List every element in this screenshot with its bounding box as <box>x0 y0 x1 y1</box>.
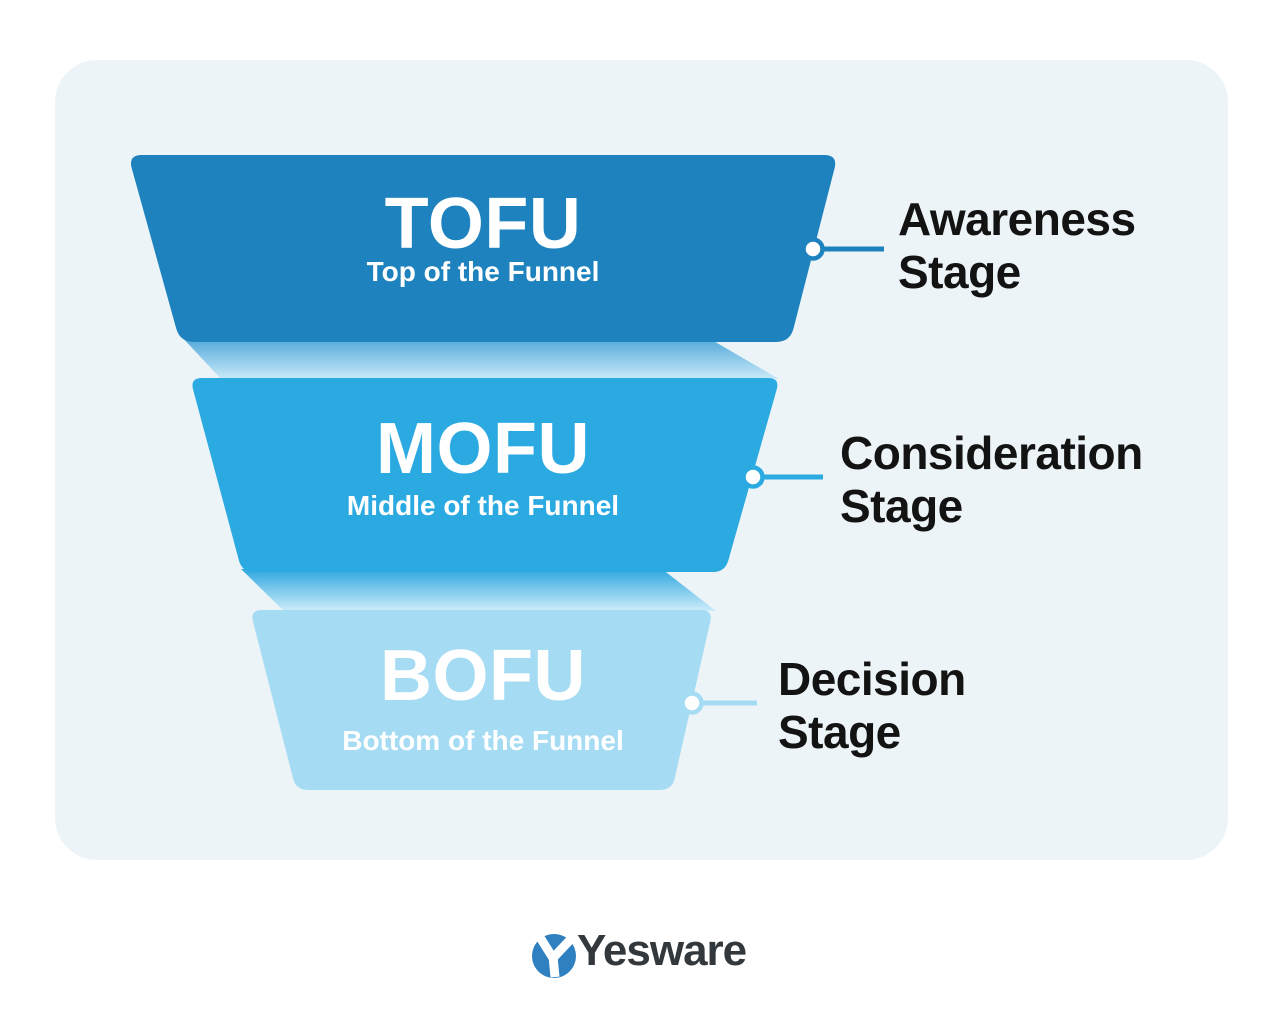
yesware-logo-icon <box>532 928 576 978</box>
connector-dot-awareness <box>801 237 825 261</box>
connector-consideration <box>741 465 823 489</box>
connector-decision <box>680 691 757 715</box>
logo-y-glyph <box>532 928 574 978</box>
funnel-transition-mofu-bofu <box>241 569 716 611</box>
awareness-stage-line2: Stage <box>898 246 1021 298</box>
awareness-stage-label: Awareness Stage <box>898 193 1278 299</box>
tofu-name: Top of the Funnel <box>366 256 600 287</box>
funnel-segment-bofu <box>252 610 711 790</box>
decision-stage-label: Decision Stage <box>778 653 1158 759</box>
funnel-segment-tofu <box>130 155 836 342</box>
mofu-name: Middle of the Funnel <box>346 490 620 521</box>
yesware-wordmark: Yesware <box>577 926 747 975</box>
decision-stage-line2: Stage <box>778 706 901 758</box>
tofu-acronym: TOFU <box>384 184 582 264</box>
consideration-stage-line2: Stage <box>840 480 963 532</box>
bofu-name: Bottom of the Funnel <box>342 725 624 756</box>
connector-awareness <box>801 237 884 261</box>
awareness-stage-line1: Awareness <box>898 193 1136 245</box>
consideration-stage-label: Consideration Stage <box>840 427 1220 533</box>
mofu-acronym: MOFU <box>376 409 590 489</box>
connector-dot-consideration <box>741 465 765 489</box>
funnel-segment-mofu <box>192 378 778 572</box>
connector-dot-decision <box>680 691 704 715</box>
bofu-acronym: BOFU <box>380 636 586 716</box>
decision-stage-line1: Decision <box>778 653 966 705</box>
consideration-stage-line1: Consideration <box>840 427 1143 479</box>
funnel-transition-tofu-mofu <box>181 336 779 379</box>
